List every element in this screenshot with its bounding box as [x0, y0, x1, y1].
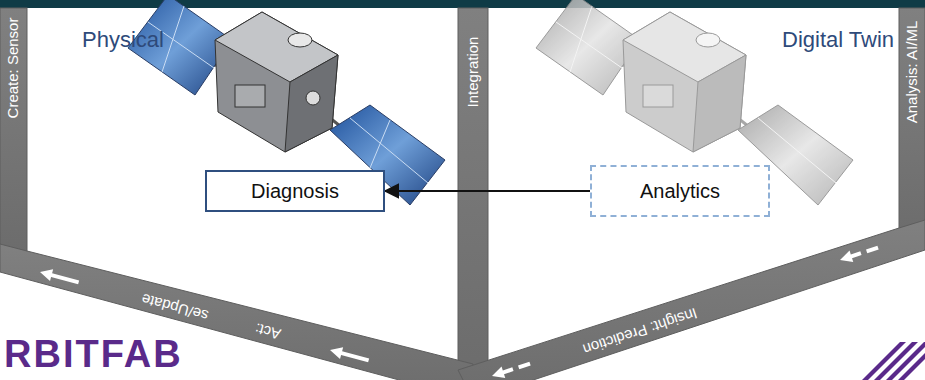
panel-title: Digital Twin [782, 28, 894, 52]
analytics-box: Analytics [590, 165, 770, 217]
flow-arrow [385, 190, 590, 192]
diagnosis-box: Diagnosis [205, 170, 385, 212]
top-band [0, 0, 925, 8]
logo-text: RBITFAB [4, 334, 183, 376]
panel-title: Physical [82, 28, 164, 52]
stage-label: Integration [465, 37, 482, 108]
stage-label: Create: Sensor [5, 18, 22, 119]
frame [0, 8, 925, 380]
box-text: Analytics [640, 180, 720, 203]
stage-label: Analysis: AI/ML [904, 21, 921, 124]
logo-stripes [862, 342, 925, 380]
box-text: Diagnosis [251, 180, 339, 203]
